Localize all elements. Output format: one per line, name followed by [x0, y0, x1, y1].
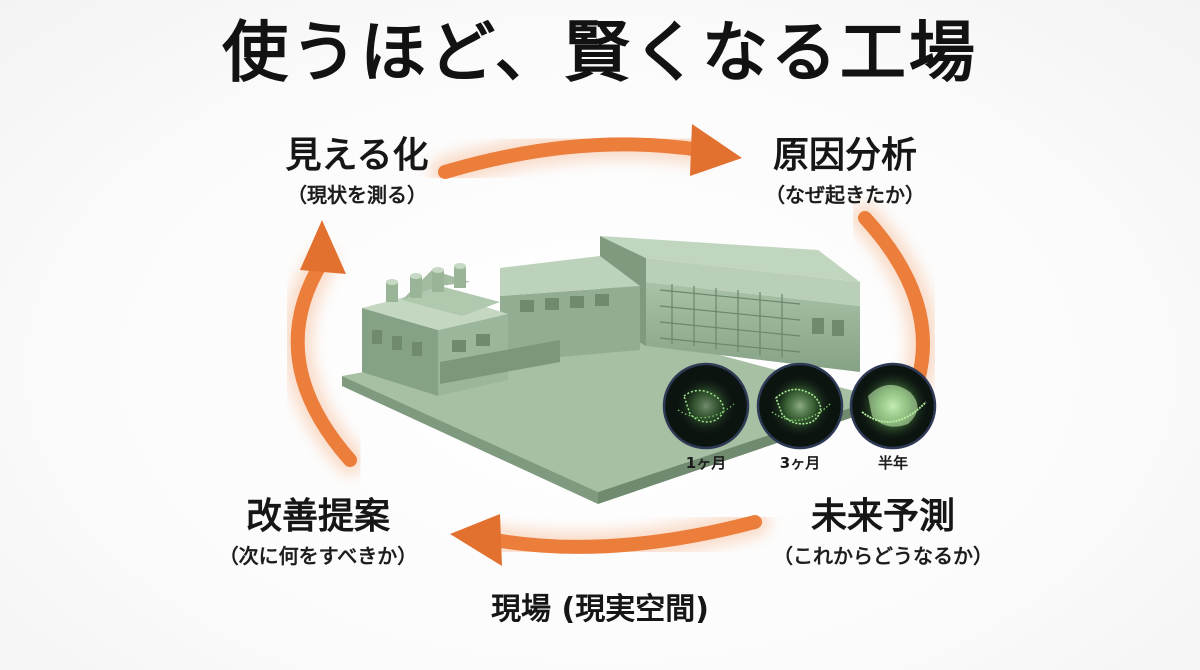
arrow-analyze-to-predict [850, 203, 938, 395]
scaffolding [659, 284, 801, 358]
stage-visualize: 見える化 （現状を測る） [192, 132, 522, 210]
factory-tanks [386, 263, 466, 302]
arrow-visualize-to-analyze [430, 124, 742, 187]
point-cloud-half-year [849, 362, 937, 450]
stage-analyze: 原因分析 （なぜ起きたか） [680, 132, 1010, 210]
stage-analyze-name: 原因分析 [772, 135, 917, 176]
stage-improve: 改善提案 （次に何をすべきか） [153, 493, 483, 571]
arrow-improve-to-visualize [282, 220, 365, 475]
stage-improve-name: 改善提案 [245, 496, 390, 537]
thumbnail-label-1-month: 1ヶ月 [685, 454, 727, 472]
diagram-title: 使うほど、賢くなる工場 [222, 14, 978, 91]
point-cloud-3-months [756, 362, 844, 450]
cycle-arrows [282, 124, 938, 566]
stage-predict-name: 未来予測 [810, 496, 955, 537]
site-label: 現場 (現実空間) [491, 592, 709, 627]
point-cloud-1-month [662, 362, 750, 450]
thumbnail-label-3-months: 3ヶ月 [779, 454, 821, 472]
stage-predict: 未来予測 （これからどうなるか） [718, 493, 1048, 571]
stage-analyze-desc: （なぜ起きたか） [765, 183, 925, 207]
point-cloud-thumbnails [662, 362, 937, 450]
thumbnail-label-half-year: 半年 [877, 454, 908, 472]
factory-right-wing [646, 282, 860, 372]
stage-visualize-desc: （現状を測る） [287, 183, 427, 207]
arrow-predict-to-improve [450, 507, 770, 566]
stage-predict-desc: （これからどうなるか） [773, 544, 993, 568]
stage-improve-desc: （次に何をすべきか） [218, 544, 418, 568]
stage-visualize-name: 見える化 [285, 135, 429, 176]
